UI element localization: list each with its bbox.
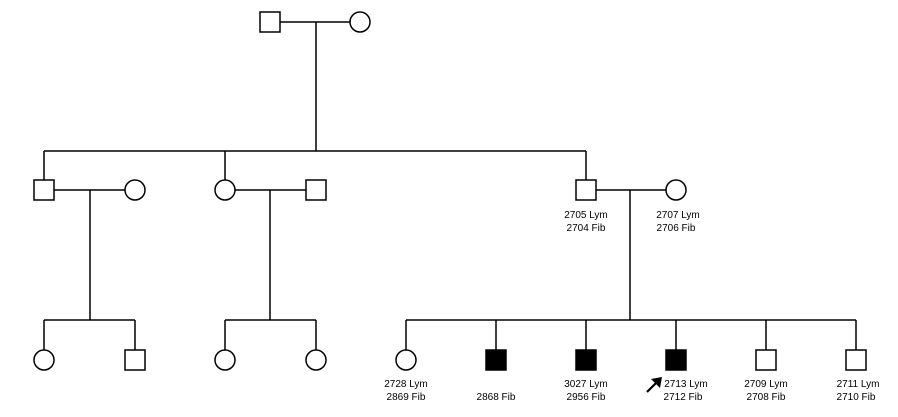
g2-right-son-square [575,179,597,201]
g3-b1-circle [214,349,236,371]
g2-left-son-square [33,179,55,201]
g3-c5-label-2: 2708 Fib [747,392,786,403]
g3-a2-square [124,349,146,371]
g2-right-son-label-1: 2705 Lym [564,210,608,221]
g3-c6-square [845,349,867,371]
g1-father-square [259,11,281,33]
proband-arrow-icon [646,377,662,393]
g1-mother-circle [349,11,371,33]
g2-left-son-spouse-circle [124,179,146,201]
connector-lines [43,21,857,350]
g3-c1-label-2: 2869 Fib [387,392,426,403]
g3-c4-label-2: 2712 Fib [664,392,703,403]
g3-c4-label-1: 2713 Lym [664,379,708,390]
g3-c2-label-2: 2868 Fib [477,392,516,403]
g2-right-son-spouse-label-2: 2706 Fib [657,223,696,234]
g3-c5-label-1: 2709 Lym [744,379,788,390]
g2-daughter-circle [214,179,236,201]
g3-b2-circle [305,349,327,371]
g3-c3-label-1: 3027 Lym [564,379,608,390]
g3-c6-label-1: 2711 Lym [837,379,880,390]
g2-right-son-spouse-label-1: 2707 Lym [656,210,700,221]
g2-right-son-label-2: 2704 Fib [567,223,606,234]
g3-c3-label-2: 2956 Fib [567,392,606,403]
g3-c4-square-proband [665,349,687,371]
g3-c1-circle [395,349,417,371]
g3-c2-square [485,349,507,371]
g2-daughter-spouse-square [305,179,327,201]
g3-c3-square [575,349,597,371]
g3-a1-circle [33,349,55,371]
g2-right-son-spouse-circle [665,179,687,201]
g3-c5-square [755,349,777,371]
g3-c6-label-2: 2710 Fib [837,392,876,403]
g3-c1-label-1: 2728 Lym [384,379,428,390]
